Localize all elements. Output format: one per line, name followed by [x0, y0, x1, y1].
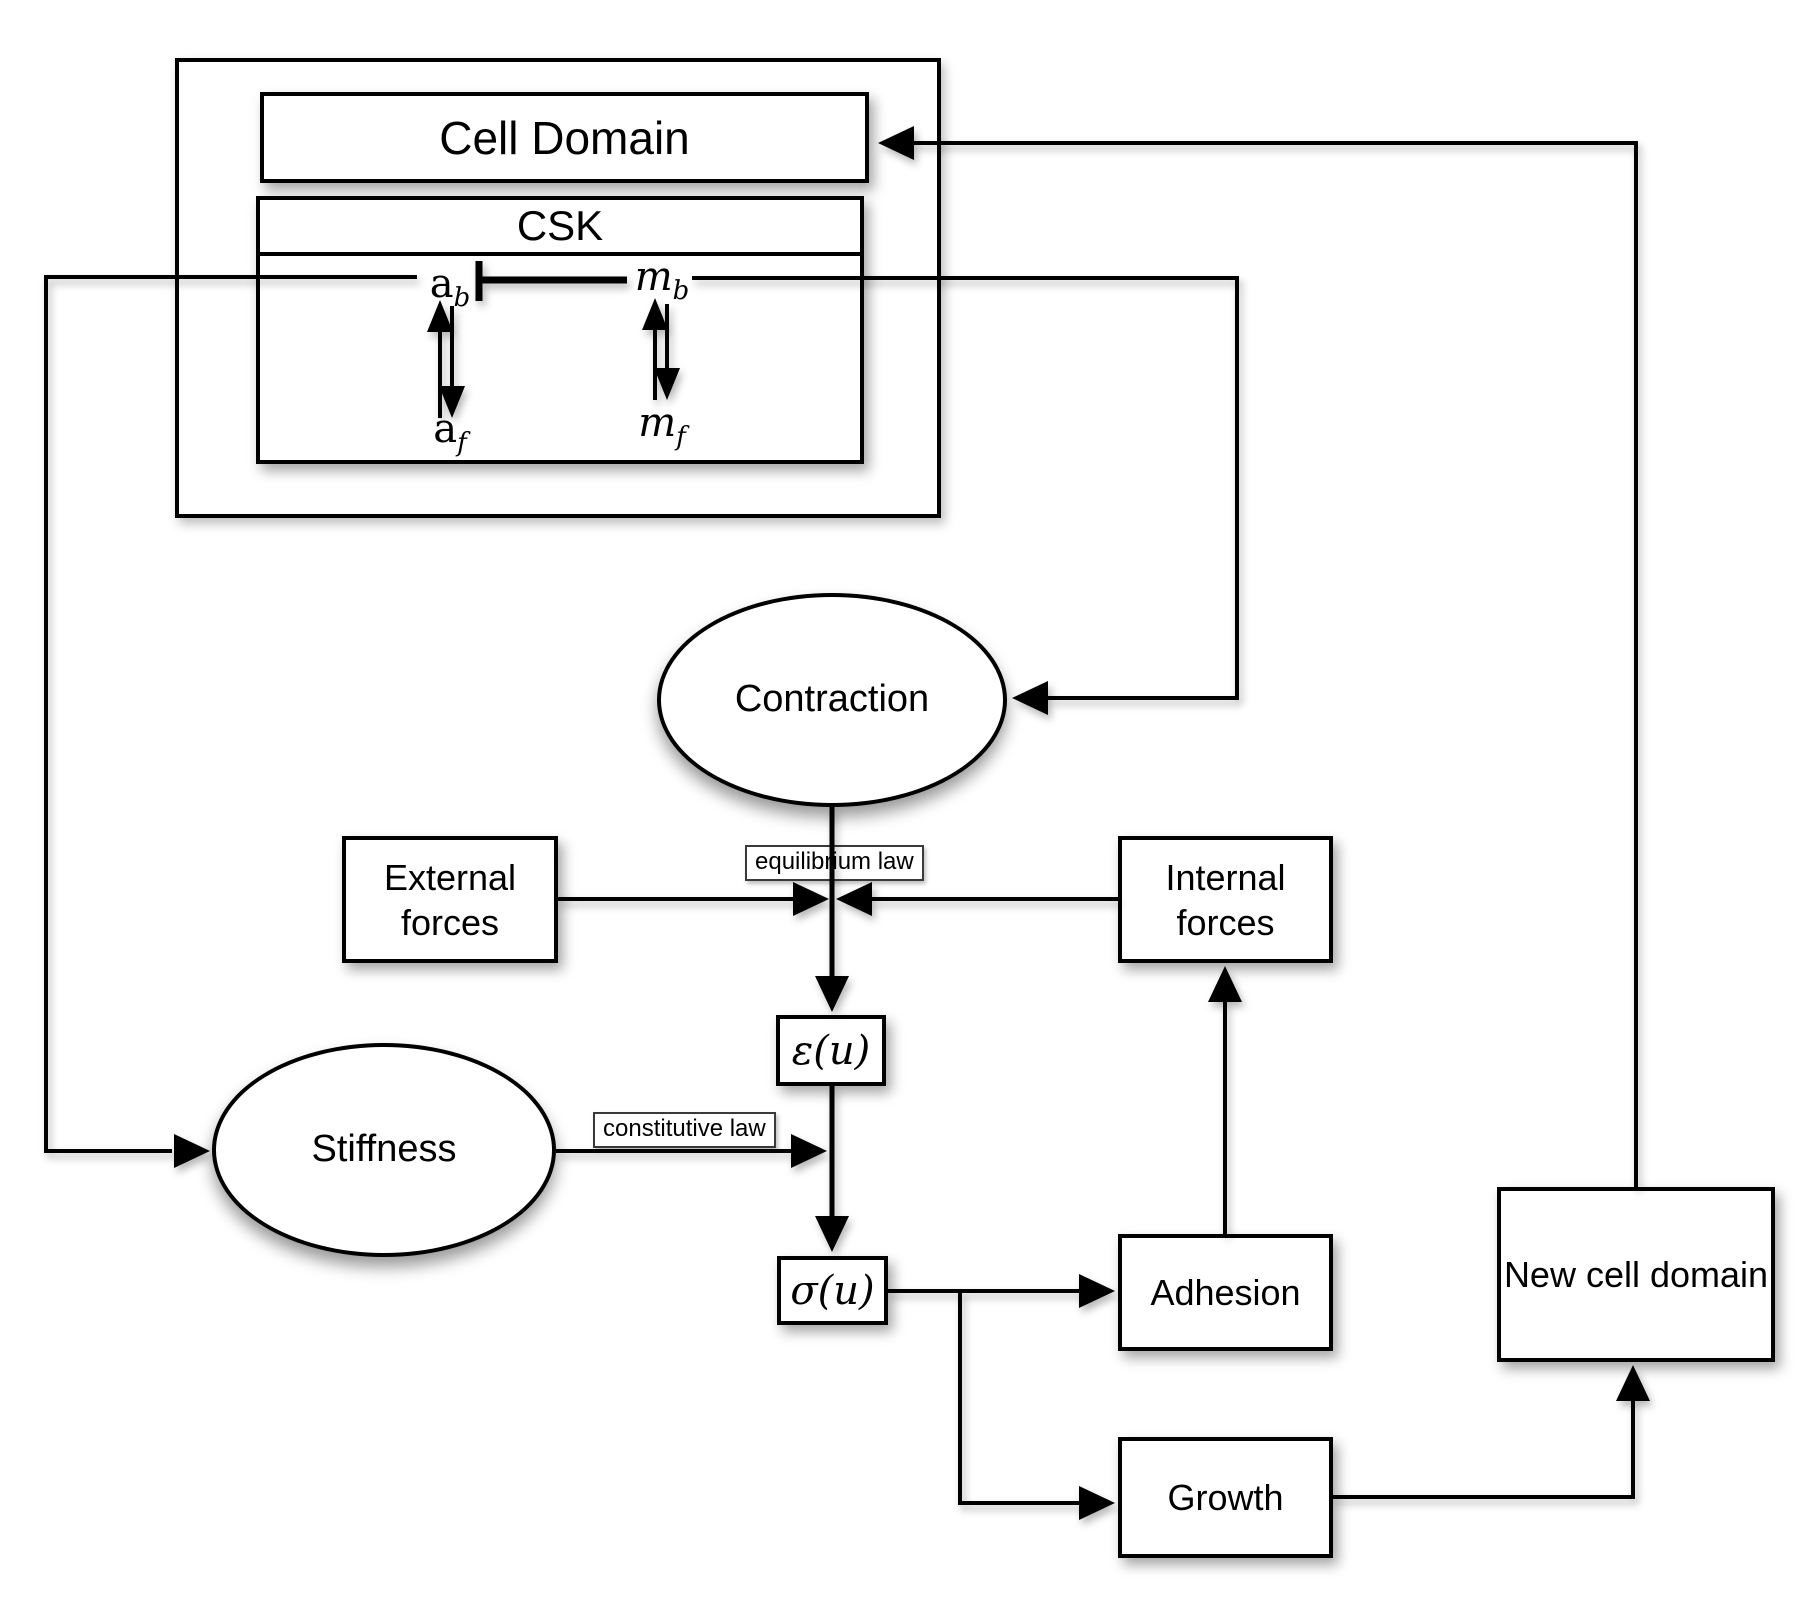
node-external-forces: External forces — [342, 836, 558, 963]
edge-contraction-to-strain — [815, 807, 849, 1012]
equilibrium-law-label: equilibrium law — [745, 845, 924, 881]
edge-growth-to-newcell — [1333, 1365, 1650, 1499]
species-ab: ab — [430, 261, 471, 313]
species-af-sub: f — [457, 428, 467, 458]
internal-forces-label: Internal forces — [1165, 856, 1286, 943]
node-new-cell-domain: New cell domain — [1497, 1187, 1775, 1362]
stress-label: σ(u) — [790, 1267, 875, 1314]
species-ab-base: a — [429, 261, 454, 307]
constitutive-law-label: constitutive law — [593, 1112, 776, 1148]
csk-title-strip: CSK — [260, 200, 860, 256]
constitutive-law-text: constitutive law — [603, 1115, 766, 1142]
species-mb-base: m — [634, 254, 673, 300]
species-af: af — [433, 406, 466, 458]
edge-external-to-junction — [558, 882, 829, 916]
species-ab-sub: b — [453, 283, 471, 313]
csk-box: CSK — [256, 196, 864, 464]
cell-domain-title-box: Cell Domain — [260, 92, 869, 183]
node-contraction: Contraction — [657, 593, 1007, 807]
adhesion-label: Adhesion — [1150, 1272, 1301, 1313]
node-strain: ε(u) — [776, 1015, 886, 1086]
edge-stress-to-growth — [958, 1291, 1115, 1520]
edge-adhesion-to-internal — [1208, 966, 1242, 1234]
node-internal-forces: Internal forces — [1118, 836, 1333, 963]
node-growth: Growth — [1118, 1437, 1333, 1558]
species-mb-sub: b — [672, 276, 690, 306]
contraction-label: Contraction — [734, 678, 930, 721]
cell-domain-title: Cell Domain — [439, 111, 690, 164]
csk-title: CSK — [516, 202, 604, 249]
species-af-base: a — [433, 406, 458, 452]
edge-internal-to-junction — [836, 882, 1118, 916]
species-mf-base: m — [638, 400, 677, 446]
growth-label: Growth — [1167, 1477, 1284, 1518]
edge-strain-to-stress — [815, 1086, 849, 1252]
stiffness-label: Stiffness — [311, 1128, 457, 1171]
species-mf: mf — [638, 400, 686, 452]
species-mb: mb — [635, 254, 690, 306]
new-cell-domain-label: New cell domain — [1503, 1254, 1769, 1295]
edge-stress-to-adhesion — [888, 1274, 1115, 1308]
node-stress: σ(u) — [777, 1256, 888, 1325]
node-adhesion: Adhesion — [1118, 1234, 1333, 1351]
species-mf-sub: f — [676, 422, 686, 452]
equilibrium-law-text: equilibrium law — [755, 848, 914, 875]
external-forces-label: External forces — [383, 856, 517, 943]
strain-label: ε(u) — [791, 1027, 871, 1074]
node-stiffness: Stiffness — [212, 1043, 556, 1257]
